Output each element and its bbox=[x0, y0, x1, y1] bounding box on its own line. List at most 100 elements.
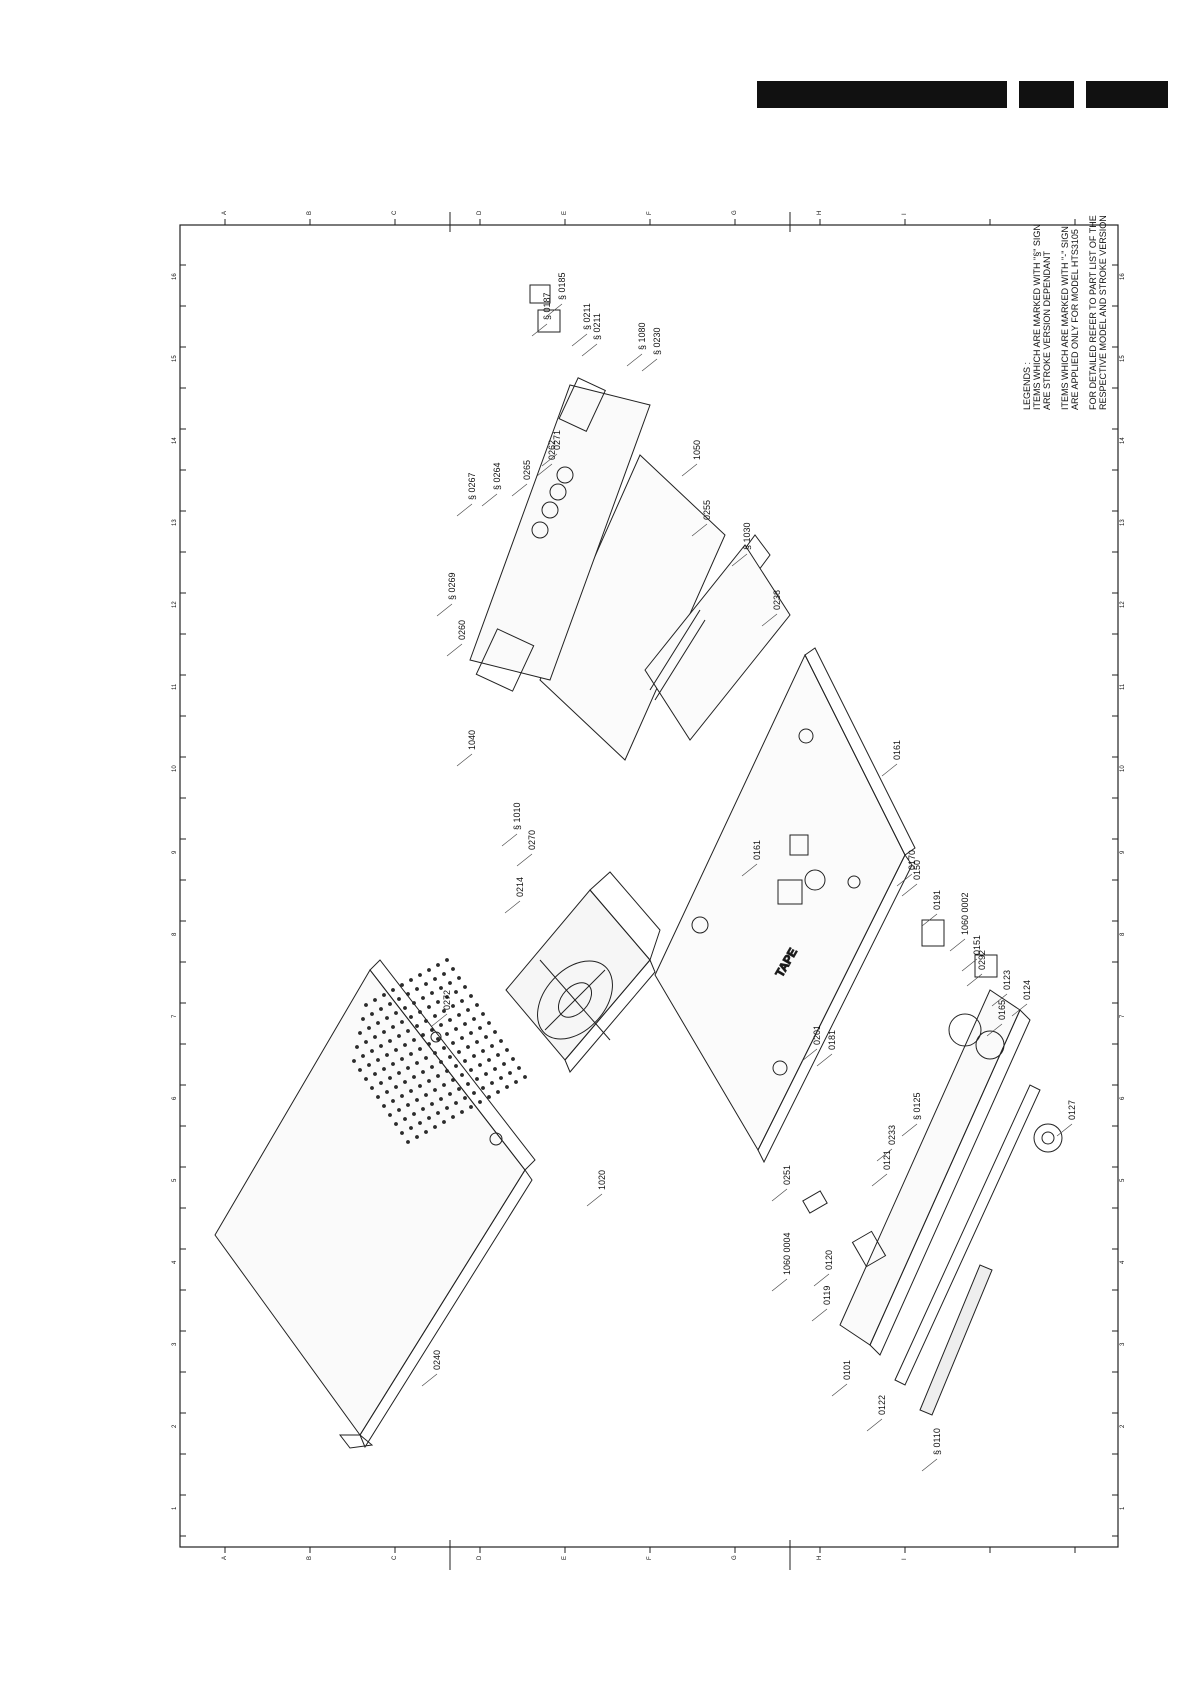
vent-hole bbox=[364, 1077, 368, 1081]
frame-zone-letter: C bbox=[392, 210, 398, 215]
vent-hole bbox=[352, 1059, 356, 1063]
vent-hole bbox=[367, 1063, 371, 1067]
frame-zone-number: 9 bbox=[1120, 850, 1126, 854]
vent-hole bbox=[397, 1071, 401, 1075]
frame-zone-number: 15 bbox=[172, 355, 178, 362]
vent-hole bbox=[505, 1085, 509, 1089]
vent-hole bbox=[400, 1131, 404, 1135]
vent-hole bbox=[421, 1070, 425, 1074]
vent-hole bbox=[409, 978, 413, 982]
vent-hole bbox=[388, 1076, 392, 1080]
vent-hole bbox=[478, 1100, 482, 1104]
vent-hole bbox=[451, 1115, 455, 1119]
part-callout: 0127 bbox=[1067, 1100, 1077, 1120]
vent-hole bbox=[388, 1002, 392, 1006]
vent-hole bbox=[505, 1048, 509, 1052]
vent-hole bbox=[436, 1111, 440, 1115]
vent-hole bbox=[424, 982, 428, 986]
callout-leader bbox=[481, 493, 498, 507]
vent-hole bbox=[511, 1057, 515, 1061]
part-callout: 0260 bbox=[457, 620, 467, 640]
frame-zone-number: 2 bbox=[1120, 1424, 1126, 1428]
vent-hole bbox=[460, 999, 464, 1003]
vent-hole bbox=[460, 1073, 464, 1077]
callout-leader bbox=[511, 483, 528, 497]
frame-zone-letter: F bbox=[647, 211, 653, 215]
part-callout: 0272 bbox=[442, 990, 452, 1010]
callout-leader bbox=[881, 763, 898, 777]
vent-hole bbox=[463, 1096, 467, 1100]
vent-hole bbox=[442, 972, 446, 976]
vent-hole bbox=[463, 1059, 467, 1063]
vent-hole bbox=[448, 1018, 452, 1022]
vent-hole bbox=[427, 1042, 431, 1046]
vent-hole bbox=[424, 1130, 428, 1134]
vent-hole bbox=[457, 1050, 461, 1054]
vent-hole bbox=[397, 1034, 401, 1038]
frame-zone-letter: E bbox=[562, 211, 568, 215]
vent-hole bbox=[358, 1068, 362, 1072]
legend-line: ITEMS WHICH ARE MARKED WITH "§" SIGN bbox=[1032, 224, 1042, 410]
vent-hole bbox=[382, 1104, 386, 1108]
vent-hole bbox=[424, 1093, 428, 1097]
vent-hole bbox=[472, 1017, 476, 1021]
vent-hole bbox=[364, 1003, 368, 1007]
part-callout: 0170 bbox=[907, 850, 917, 870]
part-callout: 1060 0004 bbox=[782, 1232, 792, 1275]
callout-leader bbox=[626, 353, 643, 367]
vent-hole bbox=[439, 1023, 443, 1027]
frame-zone-number: 8 bbox=[1120, 932, 1126, 936]
vent-hole bbox=[427, 1005, 431, 1009]
vent-hole bbox=[379, 1044, 383, 1048]
vent-hole bbox=[472, 1054, 476, 1058]
vent-hole bbox=[406, 1029, 410, 1033]
part-callout: 0122 bbox=[877, 1395, 887, 1415]
vent-hole bbox=[490, 1081, 494, 1085]
frame-zone-letter: D bbox=[477, 1555, 483, 1560]
part-callout: 0121 bbox=[882, 1150, 892, 1170]
vent-hole bbox=[466, 1082, 470, 1086]
callout-leader bbox=[501, 833, 518, 847]
callout-leader bbox=[531, 323, 548, 337]
vent-hole bbox=[442, 1120, 446, 1124]
frame-zone-number: 3 bbox=[172, 1342, 178, 1346]
frame-zone-number: 10 bbox=[172, 765, 178, 772]
vent-hole bbox=[361, 1017, 365, 1021]
vent-hole bbox=[433, 1125, 437, 1129]
vent-hole bbox=[481, 1012, 485, 1016]
vent-hole bbox=[517, 1066, 521, 1070]
vent-hole bbox=[433, 1014, 437, 1018]
vent-hole bbox=[445, 1069, 449, 1073]
vent-hole bbox=[457, 1013, 461, 1017]
vent-hole bbox=[484, 1072, 488, 1076]
callout-leader bbox=[876, 1148, 893, 1162]
callout-leader bbox=[871, 1173, 888, 1187]
callout-leader bbox=[896, 873, 913, 887]
callout-leader bbox=[761, 613, 778, 627]
callout-leader bbox=[1056, 1123, 1073, 1137]
part-callout: 0201 bbox=[812, 1025, 822, 1045]
callout-leader bbox=[581, 343, 598, 357]
vent-hole bbox=[445, 1106, 449, 1110]
frame-zone-number: 4 bbox=[172, 1260, 178, 1264]
vent-hole bbox=[457, 1087, 461, 1091]
frame-zone-letter: I bbox=[902, 213, 908, 215]
callout-leader bbox=[641, 358, 658, 372]
callout-leaders bbox=[421, 303, 1073, 1472]
vent-hole bbox=[379, 1081, 383, 1085]
part-callout: 0181 bbox=[827, 1030, 837, 1050]
frame-zone-number: 14 bbox=[172, 437, 178, 444]
vent-hole bbox=[391, 988, 395, 992]
vent-hole bbox=[466, 1045, 470, 1049]
vent-hole bbox=[406, 1103, 410, 1107]
vent-hole bbox=[448, 1055, 452, 1059]
frame-zone-letter: D bbox=[477, 210, 483, 215]
part-callout: § 0269 bbox=[447, 572, 457, 600]
vent-hole bbox=[466, 1008, 470, 1012]
part-callout: § 1030 bbox=[742, 522, 752, 550]
vent-hole bbox=[379, 1007, 383, 1011]
frame-zone-letter: F bbox=[647, 1556, 653, 1560]
frame-zone-letter: E bbox=[562, 1556, 568, 1560]
callout-leader bbox=[801, 1048, 818, 1062]
